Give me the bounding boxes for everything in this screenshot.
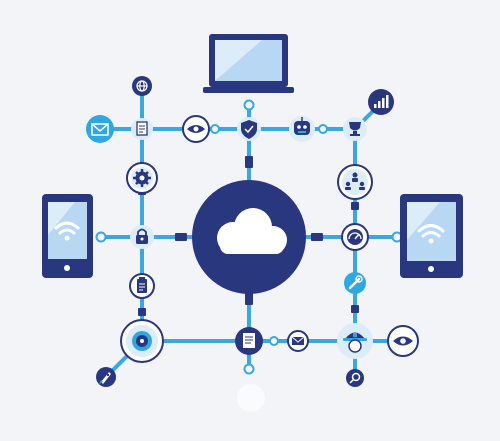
globe-node — [132, 76, 152, 96]
gear-icon — [133, 169, 151, 187]
small-mail-node — [287, 330, 309, 352]
shield-check-icon — [241, 120, 257, 139]
globe-icon — [136, 80, 148, 92]
document-node-bottom — [235, 327, 263, 355]
connector-top — [245, 156, 253, 168]
cloud-hub — [192, 180, 306, 294]
chip-icon — [132, 331, 152, 351]
terminal-phone — [95, 231, 107, 243]
connector-right-lower — [351, 305, 359, 313]
eye-icon — [187, 125, 205, 133]
document-icon — [243, 333, 255, 348]
network-node — [337, 164, 373, 200]
bar-chart-icon — [374, 95, 389, 108]
shield-node — [237, 117, 261, 141]
rocket-icon — [99, 372, 111, 384]
cloud-icon — [217, 208, 287, 254]
wrench-icon — [348, 275, 363, 290]
connector-left — [175, 233, 187, 241]
chip-node — [120, 319, 164, 363]
speedometer-node — [341, 223, 369, 251]
trophy-node — [343, 117, 367, 141]
terminal-top-right — [318, 124, 328, 134]
laptop-icon — [203, 34, 294, 93]
clipboard-node — [129, 273, 155, 299]
rocket-node — [96, 367, 116, 387]
trophy-icon — [349, 122, 361, 136]
chart-node — [368, 89, 394, 115]
eye-icon — [393, 336, 413, 346]
worker-node — [337, 323, 373, 359]
lock-node — [130, 225, 154, 249]
connector-right — [311, 233, 323, 241]
robot-node — [289, 116, 315, 142]
connector-bottom — [245, 293, 253, 305]
search-icon — [349, 372, 361, 384]
smartphone-icon — [42, 194, 93, 278]
mail-node — [86, 115, 114, 143]
terminal-laptop — [243, 99, 255, 111]
connector-left-lower — [138, 308, 146, 316]
eye-node-right — [387, 325, 419, 357]
terminal-bottom — [243, 363, 255, 375]
mail-icon — [291, 336, 305, 345]
glow-dot — [237, 384, 265, 412]
gear-node — [126, 162, 158, 194]
terminal-bottom-mid — [269, 336, 279, 346]
lock-icon — [136, 228, 148, 244]
search-node — [346, 369, 364, 387]
tablet-icon — [400, 194, 463, 278]
wrench-node — [344, 272, 366, 294]
mail-icon — [91, 123, 109, 136]
worker-icon — [343, 332, 367, 353]
robot-icon — [294, 117, 310, 135]
network-icon — [345, 172, 365, 190]
document-icon — [136, 121, 148, 136]
speedometer-icon — [347, 229, 363, 245]
terminal-top-left — [210, 124, 220, 134]
connector-right-upper — [351, 202, 359, 210]
document-node-top — [131, 118, 153, 140]
eye-node-top — [182, 115, 210, 143]
clipboard-icon — [137, 277, 147, 293]
